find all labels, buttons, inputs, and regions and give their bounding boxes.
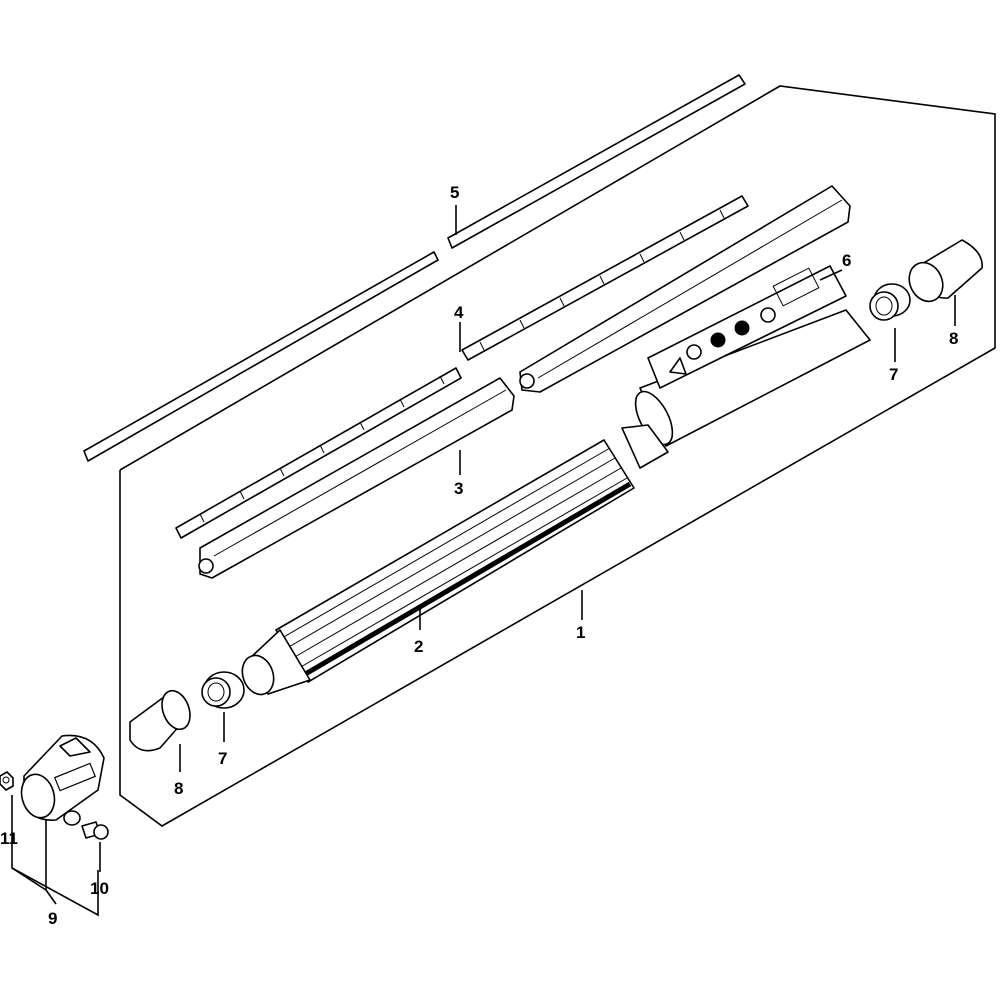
guide-channel (198, 185, 851, 579)
clamp (20, 734, 105, 826)
drive-shaft (83, 74, 746, 462)
callout-4: 4 (454, 303, 464, 322)
callout-6: 6 (842, 251, 851, 270)
bushing-left (201, 671, 245, 709)
screw (81, 821, 109, 840)
callout-9: 9 (48, 909, 57, 928)
callout-labels: 1 2 3 4 5 6 7 7 8 8 9 10 11 (0, 183, 958, 928)
callout-8-left: 8 (174, 779, 183, 798)
callout-3: 3 (454, 479, 463, 498)
leader-lines (11, 205, 956, 917)
liner (175, 195, 749, 539)
callout-8-right: 8 (949, 329, 958, 348)
assembly-bracket (119, 85, 996, 827)
callout-7-right: 7 (889, 365, 898, 384)
end-cap-right (908, 239, 983, 303)
nut (0, 771, 14, 791)
callout-11: 11 (0, 829, 18, 848)
callout-10: 10 (90, 879, 109, 898)
callout-7-left: 7 (218, 749, 227, 768)
warning-label (647, 265, 847, 389)
tube (241, 309, 871, 696)
callout-5: 5 (450, 183, 459, 202)
end-cap-left (129, 689, 191, 752)
bushing-right (869, 283, 911, 321)
callout-1: 1 (576, 623, 585, 642)
callout-2: 2 (414, 637, 423, 656)
